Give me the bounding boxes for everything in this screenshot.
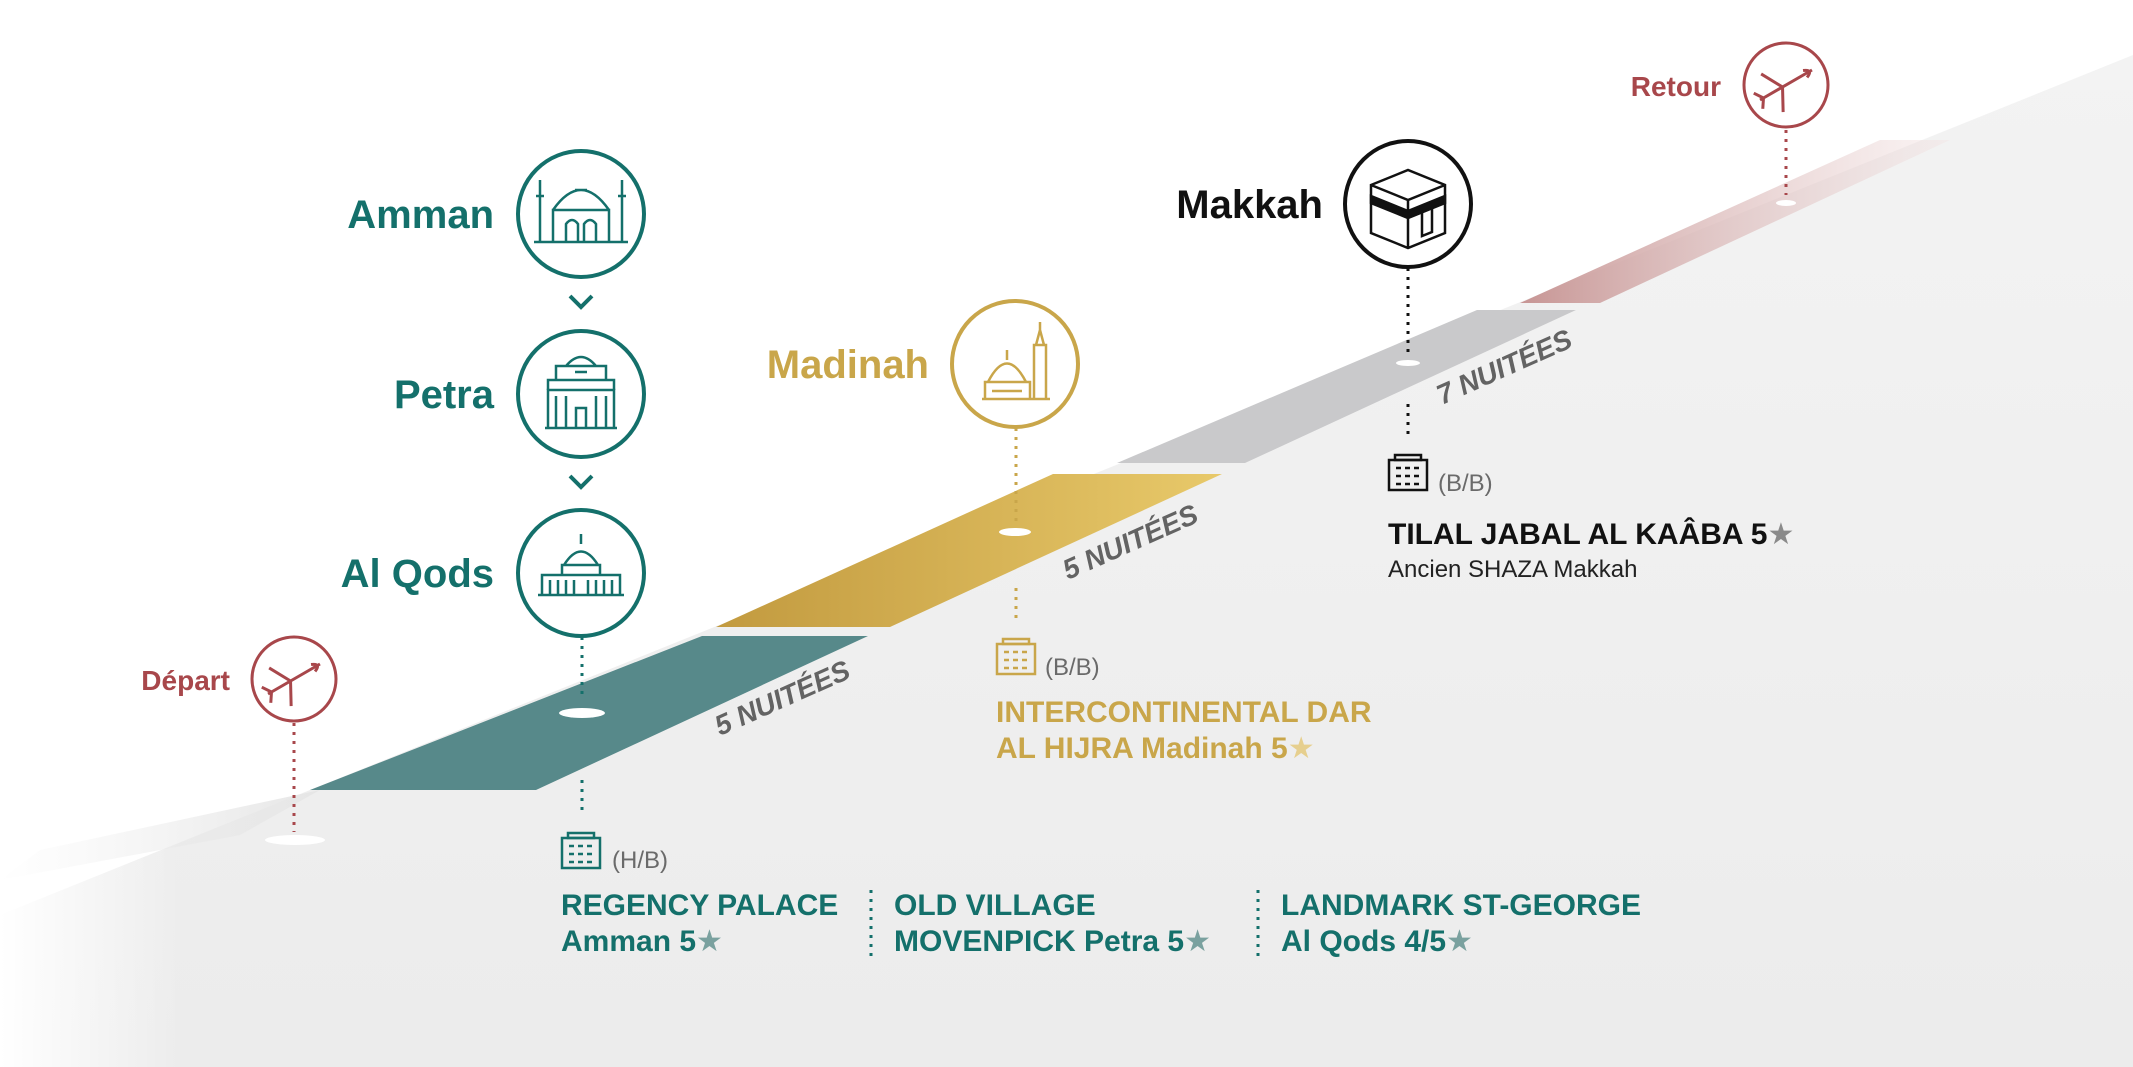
hotel-name-line1: LANDMARK ST-GEORGE: [1281, 889, 1641, 922]
road-dot-depart: [265, 835, 325, 845]
hotel-name-line2: MOVENPICK Petra 5★: [894, 925, 1211, 958]
star-icon: ★: [1767, 518, 1794, 551]
road-start: [0, 790, 320, 880]
hotel-regency: REGENCY PALACE Amman 5★: [561, 889, 838, 958]
alqods-label: Al Qods: [341, 552, 494, 596]
hotel-name-line1: REGENCY PALACE: [561, 889, 838, 922]
board-label: (B/B): [1438, 470, 1493, 497]
petra-treasury-icon: [545, 355, 617, 430]
hotel-movenpick: OLD VILLAGE MOVENPICK Petra 5★: [894, 889, 1211, 958]
road-segment-red: [1520, 140, 1950, 303]
building-icon: [1387, 453, 1429, 492]
retour-marker: Retour: [1631, 41, 1830, 129]
hotel-name-line2: AL HIJRA Madinah 5★: [996, 732, 1315, 765]
retour-label: Retour: [1631, 71, 1721, 102]
board-label: (B/B): [1045, 654, 1100, 681]
hotel-name-text: Amman 5: [561, 925, 696, 958]
road-segment-gold: [716, 474, 1222, 627]
star-icon: ★: [1184, 925, 1211, 958]
petra-label: Petra: [394, 373, 495, 417]
road-dot-red: [1776, 200, 1796, 206]
hotel-name-line1: TILAL JABAL AL KAÂBA 5★: [1388, 517, 1794, 551]
petra-circle: [516, 329, 646, 459]
road-segment-grey: [1117, 310, 1576, 463]
road-dot-teal: [559, 708, 605, 718]
amman-circle: [516, 149, 646, 279]
stop-madinah: Madinah 5 NUITÉES (B/B) INTERCONTINENTAL…: [767, 299, 1372, 765]
hotel-name-text: MOVENPICK Petra 5: [894, 925, 1184, 958]
prophets-mosque-icon: [982, 322, 1050, 401]
star-icon: ★: [1288, 732, 1315, 765]
hotel-name-text: TILAL JABAL AL KAÂBA 5: [1388, 517, 1767, 551]
star-icon: ★: [696, 925, 723, 958]
hotel-name-line2: Al Qods 4/5★: [1281, 925, 1473, 958]
airplane-icon: [261, 662, 321, 707]
hotel-name-text: Al Qods 4/5: [1281, 925, 1446, 958]
road-dot-grey: [1396, 360, 1420, 366]
hotel-name-line1: INTERCONTINENTAL DAR: [996, 696, 1372, 729]
makkah-label: Makkah: [1176, 183, 1323, 227]
depart-marker: Départ: [141, 635, 338, 723]
alqods-circle: [516, 508, 646, 638]
road-dot-gold: [999, 528, 1031, 536]
kaaba-icon: [1369, 168, 1447, 250]
board-label: (H/B): [612, 847, 668, 874]
amman-label: Amman: [347, 193, 494, 237]
hotel-name-line1: OLD VILLAGE: [894, 889, 1096, 922]
building-icon: [995, 637, 1037, 676]
hotel-subtitle: Ancien SHAZA Makkah: [1388, 556, 1637, 583]
stop-jordan-palestine: Amman Petra Al Qods 5 NUITÉES (H/B) REGE…: [341, 149, 1641, 960]
amman-mosque-icon: [534, 180, 628, 244]
madinah-circle: [950, 299, 1080, 429]
hotel-name-line2: Amman 5★: [561, 925, 723, 958]
building-icon: [560, 831, 602, 870]
airplane-icon: [1753, 68, 1813, 113]
hotel-name-text: AL HIJRA Madinah 5: [996, 732, 1288, 765]
floor-plane: [0, 55, 2133, 1067]
depart-label: Départ: [141, 665, 230, 696]
hotel-landmark: LANDMARK ST-GEORGE Al Qods 4/5★: [1281, 889, 1641, 958]
madinah-label: Madinah: [767, 343, 929, 387]
chevron-down-icon: [568, 474, 594, 490]
star-icon: ★: [1446, 925, 1473, 958]
dome-of-the-rock-icon: [538, 534, 624, 597]
chevron-down-icon: [568, 294, 594, 310]
